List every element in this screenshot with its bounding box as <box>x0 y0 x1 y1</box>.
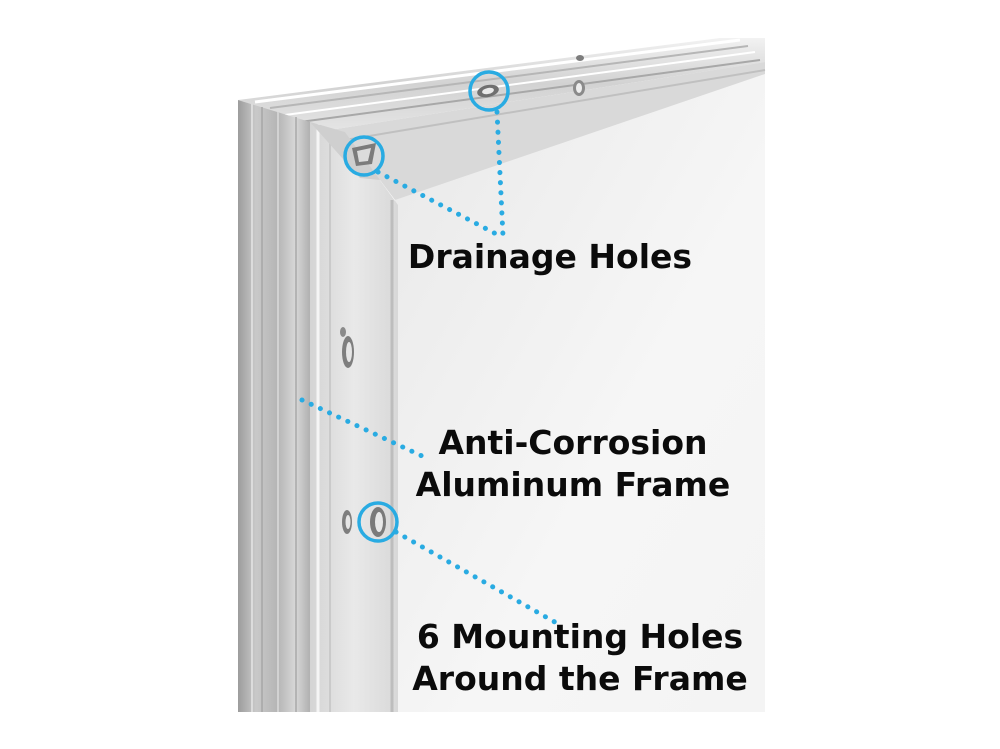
aluminum-frame-text-line2: Aluminum Frame <box>415 465 731 504</box>
callout-circle-corner-hole <box>343 135 385 177</box>
callout-circle-mounting-hole <box>357 501 399 543</box>
leader-mounting <box>393 529 563 628</box>
drainage-holes-label: Drainage Holes <box>400 236 700 278</box>
mounting-holes-text-line2: Around the Frame <box>412 659 748 698</box>
panel-face <box>395 40 765 712</box>
leader-drainage-top <box>494 109 506 239</box>
callout-circle-top-hole <box>468 70 510 112</box>
mounting-holes-text-line1: 6 Mounting Holes <box>416 617 744 656</box>
leader-drainage-corner <box>375 169 503 239</box>
top-inner-lip <box>330 62 765 200</box>
front-rail <box>310 122 398 712</box>
aluminum-frame-text-line1: Anti-Corrosion <box>438 423 708 462</box>
leader-frame <box>299 397 425 459</box>
mounting-holes-label: 6 Mounting Holes Around the Frame <box>405 616 755 700</box>
drainage-holes-text: Drainage Holes <box>407 237 693 276</box>
side-edge <box>238 100 310 712</box>
aluminum-frame-label: Anti-Corrosion Aluminum Frame <box>408 422 738 506</box>
